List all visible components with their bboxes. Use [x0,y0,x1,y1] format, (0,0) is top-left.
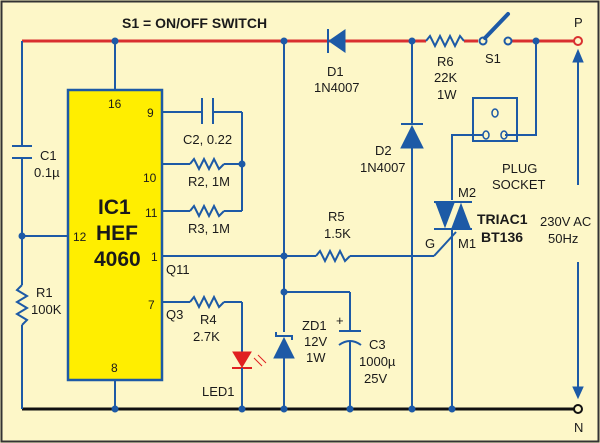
supply-voltage: 230V AC [540,214,591,229]
r5-name: R5 [328,209,345,224]
d2-part: 1N4007 [360,160,406,175]
junction-dot [238,160,246,168]
triac-icon-2 [451,202,471,229]
triac-part: BT136 [481,229,523,245]
triac-g-label: G [425,236,435,251]
supply-frequency: 50Hz [548,231,578,246]
junction-dot [280,405,288,413]
ic1-number: 4060 [94,248,141,271]
r2-resistor [189,156,225,172]
arrow-down-icon [572,386,584,400]
s1-name: S1 [485,51,501,66]
ic1-family: HEF [96,222,138,245]
q3-label: Q3 [166,307,183,322]
q11-label: Q11 [166,262,190,277]
title-label: S1 = ON/OFF SWITCH [122,15,267,31]
pin-11: 11 [145,206,158,220]
pin-12: 12 [73,230,87,244]
r1-name: R1 [36,285,53,300]
c1-name: C1 [40,148,57,163]
c3-plus-icon: + [336,313,344,328]
p-terminal [573,36,583,46]
r6-value: 22K [434,70,457,85]
c3-name: C3 [369,337,386,352]
arrow-up-icon [572,48,584,63]
r3-resistor [189,203,225,219]
c3-value: 1000µ [359,354,396,369]
wire [505,41,537,136]
plug-socket-body [472,97,518,142]
r4-name: R4 [200,312,217,327]
triac-m1-label: M1 [458,236,476,251]
socket-label-1: PLUG [502,161,537,176]
r6-name: R6 [437,54,454,69]
junction-dot [280,252,288,260]
pin-8: 8 [111,361,118,375]
s1-lever-icon [483,12,510,40]
socket-hole-right [500,130,508,140]
junction-dot [238,405,246,413]
socket-earth-hole [491,108,499,118]
c2-label: C2, 0.22 [183,132,232,147]
d1-diode-icon [328,29,346,53]
socket-label-2: SOCKET [492,177,546,192]
r2-label: R2, 1M [188,174,230,189]
triac-name: TRIAC1 [477,211,528,227]
pin-7: 7 [148,298,155,312]
r5-value: 1.5K [324,226,351,241]
junction-dot [111,37,119,45]
s1-contact-right [503,36,513,46]
zener-bar [275,332,293,340]
wire [451,134,483,200]
r4-resistor [189,294,225,310]
r6-resistor [425,33,465,49]
r1-value: 100K [31,302,62,317]
r1-resistor [15,284,29,326]
junction-dot [111,405,119,413]
led1-ray [253,357,263,367]
pin-1: 1 [151,250,158,264]
junction-dot [408,405,416,413]
zd1-name: ZD1 [302,318,327,333]
n-label: N [574,420,583,435]
ic1-name: IC1 [98,196,131,219]
r4-value: 2.7K [193,329,220,344]
junction-dot [448,405,456,413]
c1-value: 0.1µ [34,165,60,180]
zd1-power: 1W [306,350,326,365]
led1-ray [257,354,267,364]
pin-9: 9 [147,106,154,120]
r5-resistor [315,248,351,264]
r6-power: 1W [437,87,457,102]
d2-name: D2 [375,143,392,158]
zd1-voltage: 12V [304,334,327,349]
r3-label: R3, 1M [188,221,230,236]
triac-m2-label: M2 [458,185,476,200]
n-terminal [573,404,583,414]
d1-name: D1 [327,64,344,79]
d1-part: 1N4007 [314,80,360,95]
triac-icon [435,202,455,229]
junction-dot [346,405,354,413]
p-label: P [574,15,583,30]
c3-voltage: 25V [364,371,387,386]
led1-icon [232,351,252,368]
pin-16: 16 [108,97,122,111]
led1-name: LED1 [202,384,235,399]
pin-10: 10 [143,171,157,185]
